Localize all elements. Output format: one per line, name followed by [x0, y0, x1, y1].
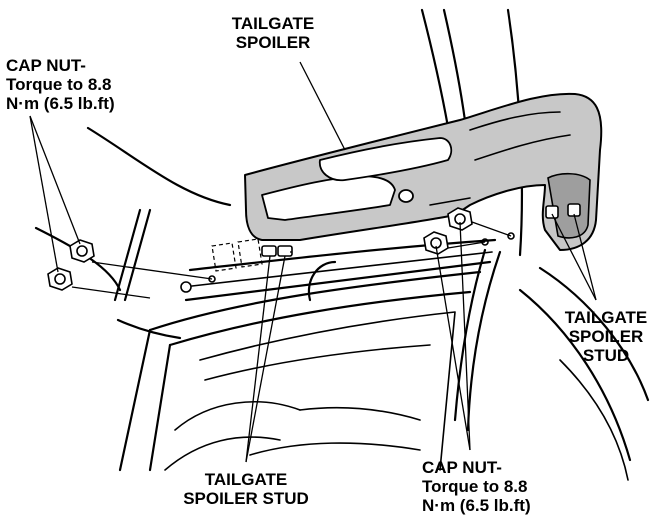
panel-hole	[507, 232, 515, 240]
tailgate-spoiler-stud-right-label: TAILGATE SPOILER STUD	[564, 308, 648, 365]
tailgate-spoiler-label: TAILGATE SPOILER	[231, 14, 315, 52]
cap-nut-bottom-label: CAP NUT- Torque to 8.8 N·m (6.5 lb.ft)	[422, 458, 531, 515]
hidden-stud-outlines	[180, 238, 263, 293]
cap-nut-left-upper	[69, 239, 95, 263]
tailgate-spoiler-shape	[244, 92, 603, 251]
cap-nut-right-lower	[423, 231, 449, 255]
tailgate-spoiler-stud-bottom-label: TAILGATE SPOILER STUD	[183, 470, 309, 508]
stud-center	[261, 245, 293, 257]
assembly-lines	[71, 221, 512, 299]
vehicle-body-outline	[34, 8, 650, 481]
cap-nut-left-lower	[47, 267, 73, 291]
cap-nut-left-label: CAP NUT- Torque to 8.8 N·m (6.5 lb.ft)	[6, 56, 115, 113]
leader-lines	[29, 61, 597, 463]
